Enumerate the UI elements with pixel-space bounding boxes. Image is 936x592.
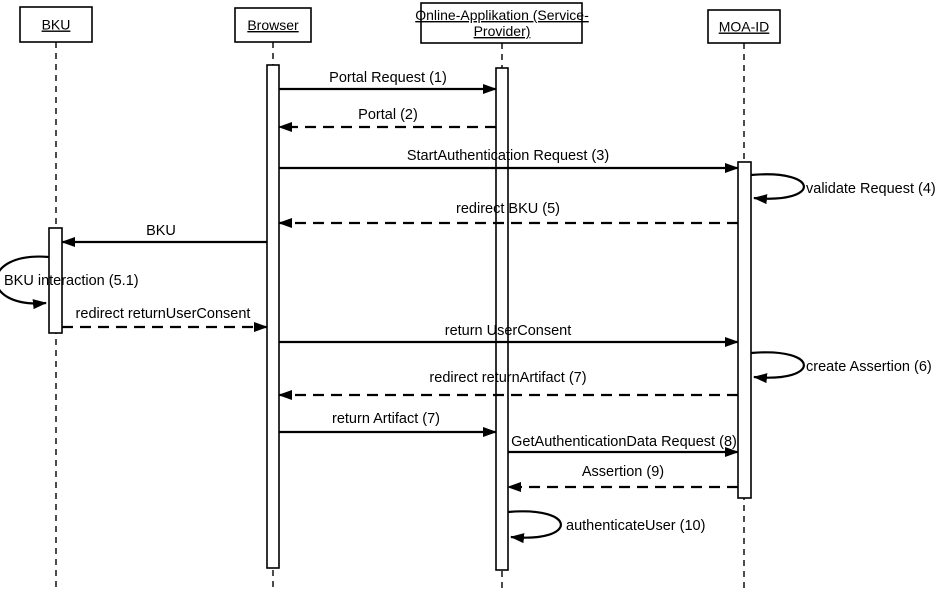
actor-label-online-app: Online-Applikation (Service-Provider): [415, 7, 589, 39]
message-label-6: BKU: [146, 223, 176, 239]
self-message-arrow-15: [507, 510, 562, 544]
actor-label-moa-id: MOA-ID: [719, 19, 770, 35]
message-label-8: redirect returnUserConsent: [76, 306, 251, 322]
message-label-9: return UserConsent: [445, 323, 572, 339]
activation-bar-bku: [48, 227, 63, 334]
message-label-15: authenticateUser (10): [566, 518, 705, 534]
message-label-7: BKU interaction (5.1): [4, 273, 139, 289]
message-label-12: return Artifact (7): [332, 411, 440, 427]
message-label-5: redirect BKU (5): [456, 201, 560, 217]
activation-bar-moa-id: [737, 161, 752, 499]
activation-bar-browser: [266, 64, 280, 569]
activation-bar-online-app: [495, 67, 509, 571]
message-label-2: Portal (2): [358, 107, 418, 123]
actor-box-browser: [234, 7, 312, 43]
self-message-arrow-7: [0, 255, 50, 310]
self-message-arrow-4: [750, 173, 805, 205]
message-label-1: Portal Request (1): [329, 70, 447, 86]
message-label-3: StartAuthentication Request (3): [407, 148, 609, 164]
actor-box-bku: [19, 6, 93, 43]
message-label-4: validate Request (4): [806, 181, 936, 197]
message-label-10: create Assertion (6): [806, 359, 932, 375]
self-message-arrow-10: [750, 351, 805, 384]
actor-label-browser: Browser: [247, 17, 299, 33]
message-label-14: Assertion (9): [582, 464, 664, 480]
message-label-13: GetAuthenticationData Request (8): [511, 434, 737, 450]
actor-box-online-app: [420, 2, 583, 44]
actor-box-moa-id: [707, 9, 781, 44]
actor-label-bku: BKU: [42, 17, 71, 33]
message-label-11: redirect returnArtifact (7): [429, 370, 586, 386]
